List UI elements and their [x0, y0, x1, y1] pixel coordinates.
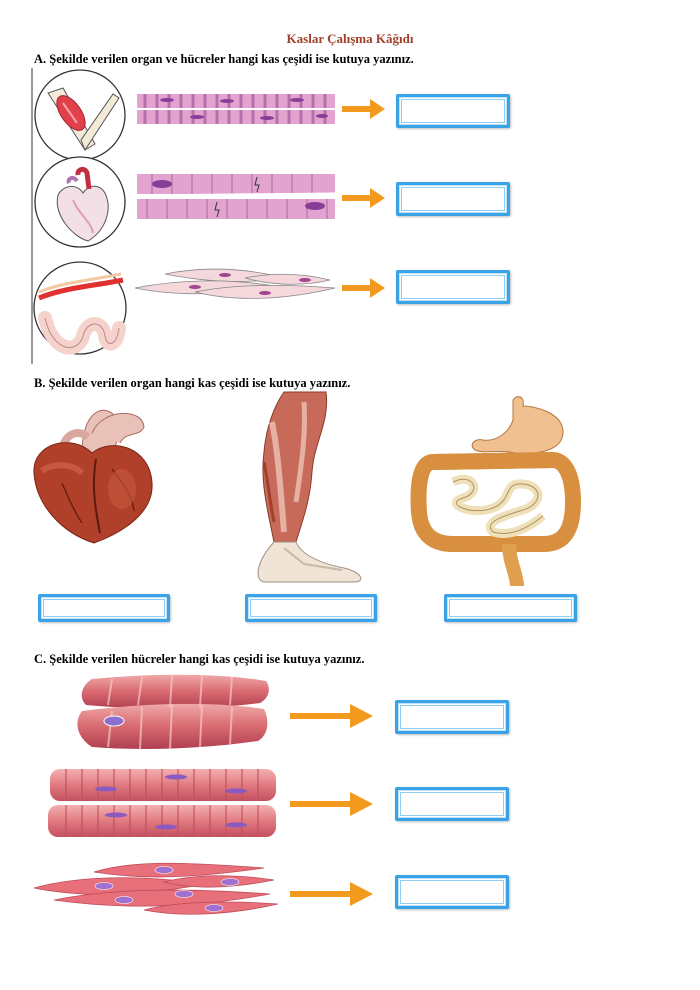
smooth-organ-circle-image: [33, 261, 127, 355]
arrow-icon: [290, 792, 373, 816]
section-c-question: C. Şekilde verilen hücreler hangi kas çe…: [34, 652, 365, 666]
answer-box-b2[interactable]: [245, 594, 377, 622]
answer-box-b3[interactable]: [444, 594, 577, 622]
arrow-icon: [290, 882, 373, 906]
arrow-icon: [290, 704, 373, 728]
section-a-divider: [31, 68, 33, 364]
section-b-question: B. Şekilde verilen organ hangi kas çeşid…: [34, 376, 351, 390]
answer-box-a1[interactable]: [396, 94, 510, 128]
answer-box-c1[interactable]: [395, 700, 509, 734]
smooth-muscle-cells-image: [33, 862, 279, 915]
arrow-icon: [342, 188, 385, 208]
smooth-cells-image: [134, 268, 336, 299]
cardiac-cells-image: [136, 174, 336, 219]
page-title: Kaslar Çalışma Kâğıdı: [286, 31, 414, 46]
arrow-icon: [342, 278, 385, 298]
cardiac-muscle-cells-image: [77, 674, 269, 750]
answer-box-a3[interactable]: [396, 270, 510, 304]
skeletal-cells-image: [137, 94, 335, 124]
section-a-question: A. Şekilde verilen organ ve hücreler han…: [34, 52, 414, 66]
skeletal-muscle-cells-image: [48, 769, 276, 837]
heart-image: [33, 409, 153, 544]
digestive-system-image: [410, 396, 582, 587]
answer-box-c2[interactable]: [395, 787, 509, 821]
cardiac-organ-circle-image: [34, 156, 126, 248]
leg-muscles-image: [257, 391, 362, 583]
answer-box-a2[interactable]: [396, 182, 510, 216]
answer-box-b1[interactable]: [38, 594, 170, 622]
answer-box-c3[interactable]: [395, 875, 509, 909]
arrow-icon: [342, 99, 385, 119]
skeletal-organ-circle-image: [34, 69, 126, 161]
